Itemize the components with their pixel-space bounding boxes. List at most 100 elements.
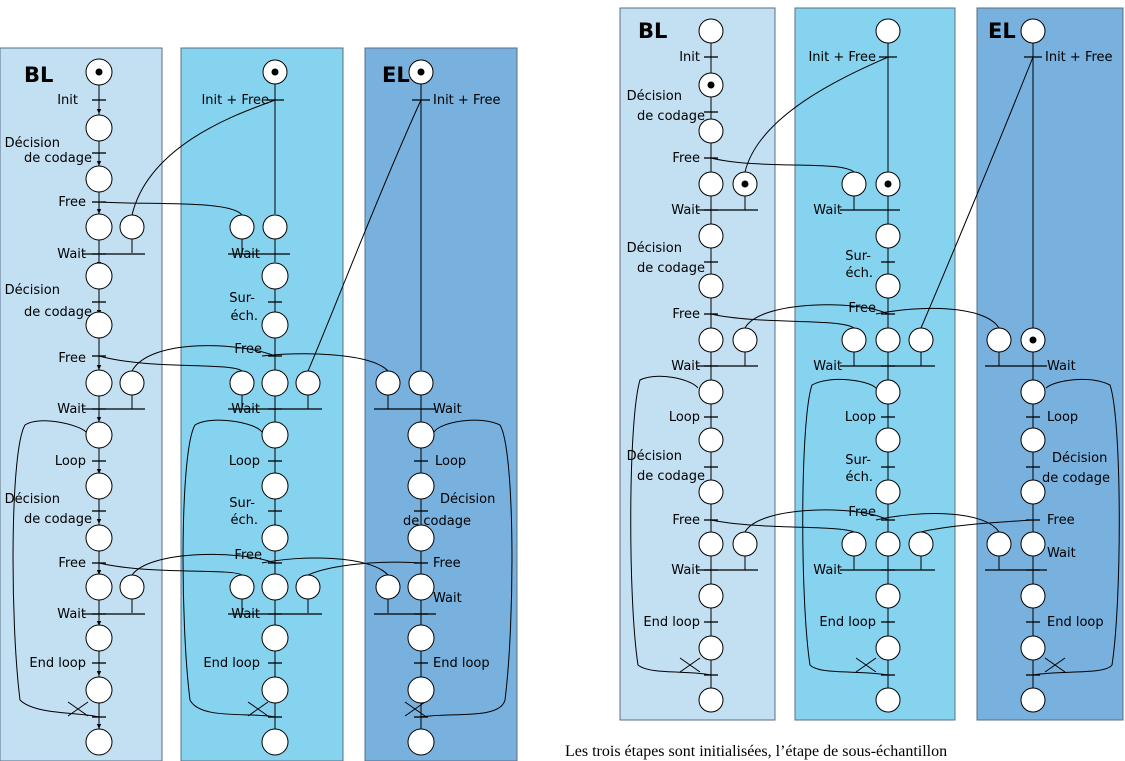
place: [295, 370, 321, 396]
label-init: Init: [57, 93, 78, 108]
label-wait: Wait: [813, 359, 842, 374]
arrowhead: [96, 365, 102, 370]
place: [85, 262, 113, 290]
place: [1020, 635, 1046, 661]
place: [85, 676, 113, 704]
place: [407, 676, 435, 704]
label-wait: Wait: [57, 402, 86, 417]
arrowhead: [96, 109, 102, 114]
place: [698, 635, 724, 661]
place: [375, 574, 401, 600]
tokens: [95, 68, 1037, 344]
label-wait: Wait: [671, 203, 700, 218]
arc: [307, 561, 422, 576]
place: [698, 531, 724, 557]
label-wait: Wait: [57, 247, 86, 262]
place: [1020, 479, 1046, 505]
place: [407, 728, 435, 756]
label-wait: Wait: [1047, 546, 1076, 561]
lane-title: EL: [382, 63, 410, 87]
arc: [710, 519, 855, 533]
place: [1020, 531, 1046, 557]
label-init-free: Init + Free: [433, 93, 501, 108]
place: [698, 273, 724, 299]
connection-lines: [12, 43, 1120, 729]
arrowhead: [96, 671, 102, 676]
label-decision-line1: Décision: [440, 492, 495, 507]
label-sur-line2: éch.: [230, 513, 258, 528]
place: [261, 369, 289, 397]
place: [229, 370, 255, 396]
label-wait: Wait: [433, 402, 462, 417]
place: [698, 18, 724, 44]
place: [85, 213, 113, 241]
place: [295, 574, 321, 600]
swimlane: [180, 47, 344, 761]
label-init-free: Init + Free: [1045, 50, 1113, 65]
arc: [744, 56, 889, 173]
place: [85, 165, 113, 193]
place: [875, 327, 901, 353]
figure-caption: Les trois étapes sont initialisées, l’ét…: [565, 743, 947, 760]
arc: [131, 553, 276, 576]
token: [95, 68, 103, 76]
place: [698, 223, 724, 249]
place: [407, 472, 435, 500]
label-decision-line1: Décision: [627, 449, 682, 464]
place: [229, 574, 255, 600]
label-free: Free: [58, 351, 86, 366]
label-free: Free: [672, 151, 700, 166]
lane-title: EL: [988, 19, 1016, 43]
transitions: [67, 56, 1066, 729]
label-free: Free: [672, 307, 700, 322]
swimlanes: [0, 7, 1124, 761]
place: [261, 311, 289, 339]
place: [119, 370, 145, 396]
place: [85, 421, 113, 449]
label-wait: Wait: [671, 359, 700, 374]
place: [119, 214, 145, 240]
place: [875, 531, 901, 557]
lane-title: BL: [24, 63, 53, 87]
label-init: Init: [679, 50, 700, 65]
label-end-loop: End loop: [1047, 615, 1104, 630]
token: [271, 68, 279, 76]
arc: [98, 562, 243, 576]
place: [875, 687, 901, 713]
label-free: Free: [672, 513, 700, 528]
label-sur-line1: Sur-: [229, 291, 255, 306]
swimlane: [364, 47, 518, 761]
arc: [920, 519, 1034, 533]
label-end-loop: End loop: [819, 615, 876, 630]
label-loop: Loop: [55, 454, 86, 469]
label-decision-line2: de codage: [24, 512, 92, 527]
place: [875, 379, 901, 405]
cross-mark: [67, 701, 89, 717]
label-wait: Wait: [813, 563, 842, 578]
arrowhead: [96, 724, 102, 729]
token: [1029, 336, 1037, 344]
arc: [261, 353, 389, 372]
place: [1020, 379, 1046, 405]
place: [875, 427, 901, 453]
arc: [630, 375, 712, 676]
label-wait: Wait: [433, 591, 462, 606]
cross-mark: [247, 701, 269, 717]
place: [732, 327, 758, 353]
place: [408, 370, 434, 396]
label-sur-line2: éch.: [845, 266, 873, 281]
label-wait: Wait: [671, 563, 700, 578]
place: [875, 223, 901, 249]
label-decision-line2: de codage: [637, 261, 705, 276]
label-free: Free: [234, 342, 262, 357]
label-decision-line1: Décision: [627, 241, 682, 256]
label-loop: Loop: [435, 454, 466, 469]
place: [407, 524, 435, 552]
arrowhead: [96, 161, 102, 166]
cross-mark: [1044, 657, 1066, 673]
label-decision-line2: de codage: [24, 305, 92, 320]
label-wait: Wait: [231, 607, 260, 622]
arc: [802, 379, 889, 676]
token: [707, 81, 715, 89]
